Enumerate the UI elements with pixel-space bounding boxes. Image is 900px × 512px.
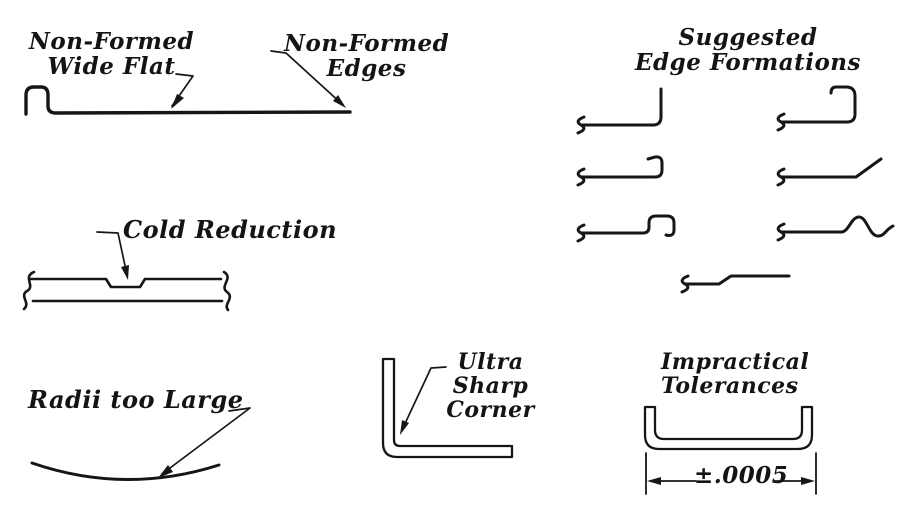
- label-non-formed-wide-flat: Non-Formed Wide Flat: [24, 28, 199, 80]
- label-impractical-tolerances: Impractical Tolerances: [661, 349, 810, 399]
- formation-angled-flange: [780, 157, 883, 179]
- formation-flange-with-lip: [580, 155, 664, 179]
- strip-break-left: [22, 270, 36, 311]
- label-line: Non-Formed: [28, 28, 195, 55]
- label-line: Suggested: [678, 24, 818, 51]
- sharp-corner-arrowhead: [400, 420, 409, 435]
- cold-reduction-leader-line: [96, 231, 128, 276]
- wide-flat-profile-drawing: [24, 85, 352, 116]
- radii-leader-line: [161, 407, 251, 475]
- label-non-formed-edges: Non-Formed Edges: [284, 30, 450, 82]
- edges-leader-line: [270, 50, 344, 106]
- formation-raised-loop-stiffener: [580, 214, 676, 237]
- label-cold-reduction: Cold Reduction: [123, 217, 337, 243]
- label-line: Wide Flat: [47, 52, 176, 80]
- dimension-value: ±.0005: [694, 462, 789, 489]
- dimension-arrowhead-left: [647, 477, 661, 485]
- label-line: Radii too Large: [28, 385, 244, 414]
- label-line: Non-Formed: [284, 30, 450, 57]
- dimension-arrowhead-right: [801, 477, 815, 485]
- cold-reduction-arrowhead: [121, 265, 129, 280]
- large-radius-arc: [30, 461, 221, 481]
- label-suggested-edge-formations: Suggested Edge Formations: [628, 24, 868, 76]
- strip-top-edge-with-notch: [29, 277, 223, 289]
- formation-vertical-flange: [580, 87, 663, 127]
- sharp-corner-angle-drawing: [381, 357, 514, 459]
- label-line: Cold Reduction: [123, 215, 338, 244]
- label-line: Ultra: [457, 349, 524, 375]
- label-ultra-sharp-corner: Ultra Sharp Corner: [438, 349, 543, 423]
- label-line: Sharp: [452, 372, 529, 399]
- sharp-corner-leader-line: [401, 366, 447, 431]
- formation-offset-joggle: [684, 274, 791, 286]
- edges-arrowhead: [333, 95, 346, 108]
- wide-flat-arrowhead: [171, 94, 184, 109]
- label-line: Tolerances: [661, 372, 799, 399]
- strip-break-right: [222, 270, 232, 312]
- label-line: Impractical: [661, 349, 810, 375]
- label-tolerance-dimension: ±.0005: [694, 463, 788, 489]
- label-line: Corner: [446, 396, 535, 423]
- channel-drawing: [643, 405, 814, 451]
- radii-arrowhead: [158, 465, 173, 478]
- label-line: Edge Formations: [635, 48, 861, 76]
- label-line: Edges: [326, 54, 407, 82]
- formation-wave-curl: [780, 215, 895, 238]
- formation-flange-with-return-hem: [780, 85, 857, 124]
- label-radii-too-large: Radii too Large: [28, 387, 244, 413]
